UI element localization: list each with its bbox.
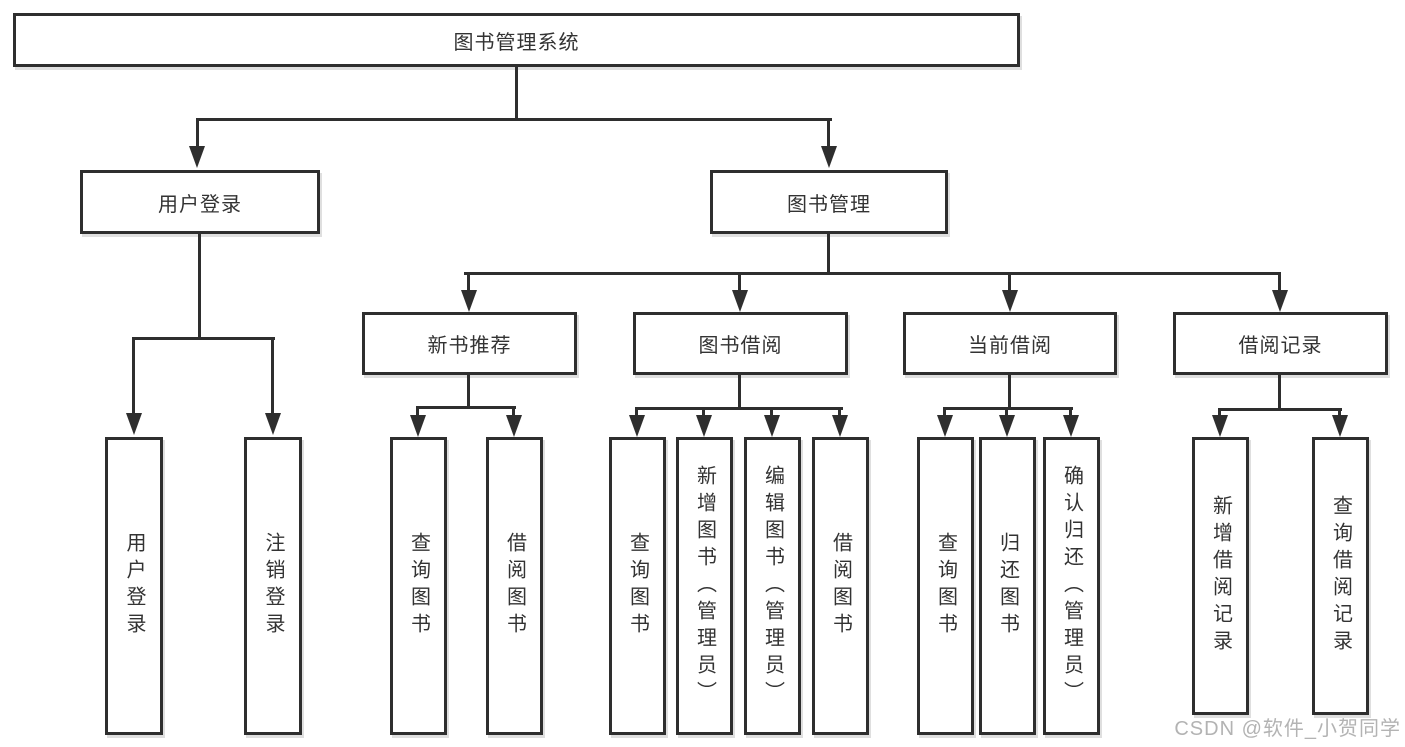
node-new-book-recommend: 新书推荐 xyxy=(362,312,577,375)
node-query-borrow-record: 查询借阅记录 xyxy=(1312,437,1369,715)
arrow-down-icon xyxy=(410,415,426,437)
arrow-down-icon xyxy=(999,415,1015,437)
connector-stub xyxy=(1005,407,1008,415)
node-return-book: 归还图书 xyxy=(979,437,1036,735)
arrow-down-icon xyxy=(732,290,748,312)
node-logout: 注销登录 xyxy=(244,437,302,735)
arrow-down-icon xyxy=(629,415,645,437)
connector-stub xyxy=(635,407,638,415)
arrow-down-icon xyxy=(1332,415,1348,437)
connector-book-mgmt-drop xyxy=(827,234,830,272)
node-borrow-book-label: 借阅图书 xyxy=(829,532,852,640)
arrow-down-icon xyxy=(696,415,712,437)
connector-stub xyxy=(702,407,705,415)
connector-book-borrow-horizontal xyxy=(635,407,843,410)
connector-stub xyxy=(943,407,946,415)
node-root-label: 图书管理系统 xyxy=(453,31,580,54)
node-confirm-return-admin-label: 确认归还（管理员） xyxy=(1060,464,1083,708)
node-add-borrow-record: 新增借阅记录 xyxy=(1192,437,1249,715)
node-query-books-borrow-label: 查询图书 xyxy=(626,532,649,640)
arrow-down-icon xyxy=(1212,415,1228,437)
connector-root-drop xyxy=(515,67,518,118)
arrow-down-icon xyxy=(189,146,205,168)
node-root: 图书管理系统 xyxy=(13,13,1020,67)
connector-stub xyxy=(416,406,419,415)
arrow-down-icon xyxy=(1063,415,1079,437)
node-book-management-label: 图书管理 xyxy=(787,193,871,216)
node-borrow-book-recommend-label: 借阅图书 xyxy=(503,532,526,640)
csdn-watermark: CSDN @软件_小贺同学 xyxy=(1174,718,1401,740)
connector-user-login-horizontal xyxy=(132,337,275,340)
node-user-login-action-label: 用户登录 xyxy=(123,532,145,640)
connector-book-borrow-drop xyxy=(738,375,741,407)
node-new-book-recommend-label: 新书推荐 xyxy=(427,335,512,357)
arrow-down-icon xyxy=(461,290,477,312)
connector-new-book-stub xyxy=(467,272,470,290)
node-query-books-recommend: 查询图书 xyxy=(390,437,447,735)
node-borrow-records: 借阅记录 xyxy=(1173,312,1388,375)
connector-user-login-drop xyxy=(198,234,201,337)
node-book-borrow-label: 图书借阅 xyxy=(698,335,783,357)
connector-borrow-records-drop xyxy=(1278,375,1281,408)
connector-user-login-stub xyxy=(196,118,199,148)
node-confirm-return-admin: 确认归还（管理员） xyxy=(1043,437,1100,735)
node-edit-book-admin: 编辑图书（管理员） xyxy=(744,437,801,735)
node-logout-label: 注销登录 xyxy=(262,532,284,640)
arrow-down-icon xyxy=(937,415,953,437)
node-edit-book-admin-label: 编辑图书（管理员） xyxy=(761,464,784,708)
arrow-down-icon xyxy=(265,413,281,435)
arrow-down-icon xyxy=(832,415,848,437)
connector-level2-horizontal xyxy=(464,272,1281,275)
connector-stub xyxy=(770,407,773,415)
arrow-down-icon xyxy=(1272,290,1288,312)
connector-current-borrow-stub xyxy=(1008,272,1011,290)
node-book-borrow: 图书借阅 xyxy=(633,312,848,375)
arrow-down-icon xyxy=(764,415,780,437)
connector-stub xyxy=(838,407,841,415)
node-add-borrow-record-label: 新增借阅记录 xyxy=(1209,495,1232,657)
connector-logout-stub xyxy=(271,337,274,413)
node-borrow-book-recommend: 借阅图书 xyxy=(486,437,543,735)
connector-stub xyxy=(512,406,515,415)
node-query-borrow-record-label: 查询借阅记录 xyxy=(1329,495,1352,657)
node-add-book-admin-label: 新增图书（管理员） xyxy=(693,464,716,708)
node-borrow-book: 借阅图书 xyxy=(812,437,869,735)
arrow-down-icon xyxy=(506,415,522,437)
connector-borrow-records-horizontal xyxy=(1218,408,1342,411)
node-query-books-current-label: 查询图书 xyxy=(934,532,957,640)
connector-current-borrow-drop xyxy=(1008,375,1011,407)
connector-book-borrow-stub xyxy=(738,272,741,290)
node-add-book-admin: 新增图书（管理员） xyxy=(676,437,733,735)
connector-stub xyxy=(1218,408,1221,415)
node-query-books-borrow: 查询图书 xyxy=(609,437,666,735)
node-borrow-records-label: 借阅记录 xyxy=(1238,335,1323,357)
connector-login-stub xyxy=(132,337,135,413)
connector-borrow-records-stub xyxy=(1278,272,1281,290)
arrow-down-icon xyxy=(821,146,837,168)
node-current-borrow: 当前借阅 xyxy=(903,312,1117,375)
connector-stub xyxy=(1338,408,1341,415)
node-query-books-recommend-label: 查询图书 xyxy=(407,532,430,640)
node-book-management: 图书管理 xyxy=(710,170,948,234)
connector-stub xyxy=(1069,407,1072,415)
node-return-book-label: 归还图书 xyxy=(996,532,1019,640)
connector-new-book-drop xyxy=(467,375,470,406)
connector-book-mgmt-stub xyxy=(827,118,830,148)
connector-new-book-horizontal xyxy=(416,406,516,409)
arrow-down-icon xyxy=(126,413,142,435)
node-user-login-label: 用户登录 xyxy=(158,193,242,216)
arrow-down-icon xyxy=(1002,290,1018,312)
node-user-login-action: 用户登录 xyxy=(105,437,163,735)
connector-current-borrow-horizontal xyxy=(943,407,1073,410)
node-query-books-current: 查询图书 xyxy=(917,437,974,735)
node-current-borrow-label: 当前借阅 xyxy=(968,335,1052,357)
node-user-login: 用户登录 xyxy=(80,170,320,234)
connector-level1-horizontal xyxy=(196,118,832,121)
